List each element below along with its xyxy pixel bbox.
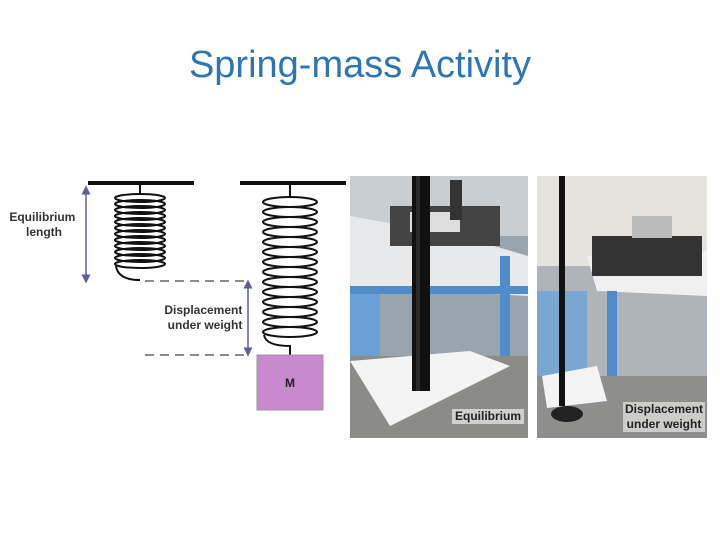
ceiling-bar-right: [240, 181, 346, 185]
ceiling-bar-left: [88, 181, 194, 185]
photo-displacement-illustration: [537, 176, 707, 438]
mass-label: M: [285, 376, 295, 390]
equilibrium-length-label-line2: length: [26, 225, 62, 239]
equilibrium-length-label-line1: Equilibrium: [9, 210, 75, 224]
spring-unloaded: [114, 185, 166, 281]
spring-loaded: [262, 185, 318, 355]
equilibrium-length-label: Equilibrium length: [9, 210, 78, 239]
photo-displacement-caption: Displacement under weight: [623, 402, 705, 432]
mass-block: [256, 354, 324, 411]
photo-displacement-caption-line1: Displacement: [624, 402, 704, 416]
photo-displacement: Displacement under weight: [537, 176, 707, 438]
slide-title: Spring-mass Activity: [188, 44, 532, 86]
photo-equilibrium-illustration: [350, 176, 528, 438]
photo-equilibrium-caption: Equilibrium: [452, 409, 524, 424]
displacement-label-line1: Displacement: [164, 303, 242, 317]
displacement-label: Displacement under weight: [164, 303, 245, 332]
photo-equilibrium: Equilibrium: [350, 176, 528, 438]
displacement-label-line2: under weight: [168, 318, 243, 332]
photo-displacement-caption-line2: under weight: [626, 417, 702, 431]
